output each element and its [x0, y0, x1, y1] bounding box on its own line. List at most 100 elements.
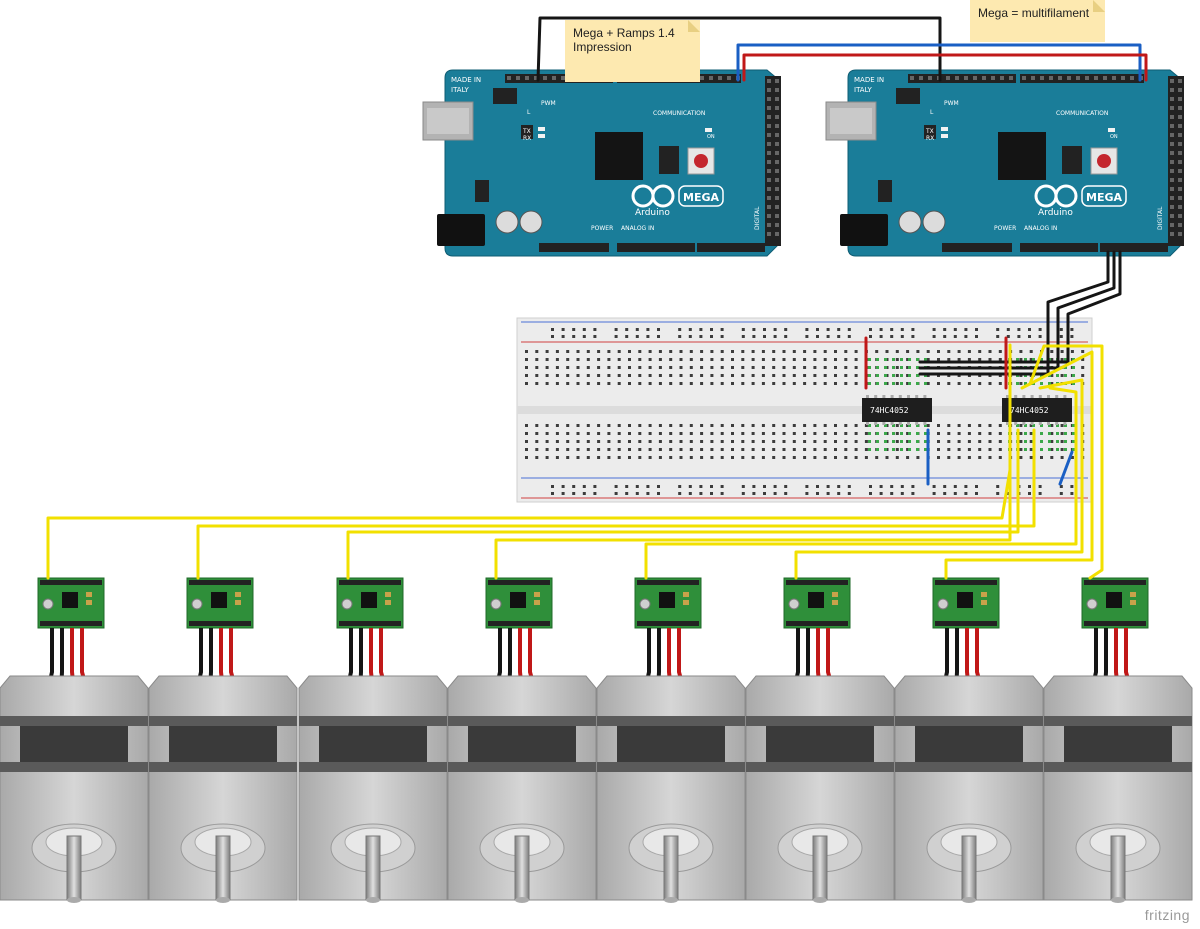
pin [767, 151, 771, 155]
hole [864, 432, 868, 435]
driver-resistor [683, 592, 689, 597]
led-rx [941, 134, 948, 138]
hole [646, 328, 650, 331]
hole [1040, 456, 1043, 459]
hole [741, 448, 745, 451]
hole [566, 448, 570, 451]
hole [751, 350, 755, 353]
hole [566, 358, 570, 361]
mux-chip [1002, 398, 1072, 422]
pin [775, 187, 779, 191]
hole [555, 350, 559, 353]
hole [932, 328, 936, 331]
hole [1019, 424, 1023, 427]
pin [1170, 79, 1174, 83]
hole [731, 448, 734, 451]
hole [761, 432, 765, 435]
hole [879, 328, 883, 331]
hole [1050, 424, 1054, 427]
driver-pot [1086, 598, 1098, 610]
silk-rx: RX [523, 135, 531, 142]
hole [741, 382, 745, 385]
hole [576, 456, 580, 459]
silk-model: MEGA [683, 191, 719, 204]
hole [617, 424, 621, 427]
pin [1178, 151, 1182, 155]
hole [710, 456, 714, 459]
hole [555, 432, 559, 435]
hole-active [1024, 358, 1027, 361]
hole-active [900, 374, 903, 377]
hole-active [1016, 424, 1019, 427]
hole [895, 350, 899, 353]
hole [763, 492, 766, 495]
hole [926, 350, 930, 353]
hole [1050, 440, 1054, 443]
hole [1029, 448, 1033, 451]
hole [689, 424, 693, 427]
hole [975, 485, 978, 488]
hole [1019, 358, 1023, 361]
pin [1178, 160, 1182, 164]
hole [761, 358, 765, 361]
hole [551, 485, 554, 488]
hole [834, 440, 837, 443]
hole [628, 350, 631, 353]
silk-pwm: PWM [944, 100, 959, 107]
hole-active [868, 358, 871, 361]
hole [669, 382, 673, 385]
hole [741, 424, 745, 427]
hole [720, 335, 724, 338]
chip-pin [1006, 395, 1009, 398]
hole [525, 374, 528, 377]
hole [792, 366, 796, 369]
hole [535, 424, 539, 427]
hole [803, 456, 807, 459]
motor-band-edge [149, 716, 297, 726]
hole [731, 456, 734, 459]
hole [648, 358, 652, 361]
pin [1170, 133, 1174, 137]
hole-active [876, 366, 879, 369]
hole [720, 358, 724, 361]
hole [648, 350, 652, 353]
hole [669, 350, 673, 353]
pin [1085, 76, 1089, 80]
wire-yellow [346, 428, 1020, 580]
driver-header [786, 621, 848, 626]
hole [947, 358, 951, 361]
hole-active [1064, 374, 1067, 377]
hole [932, 485, 936, 488]
hole [576, 358, 580, 361]
hole [998, 448, 1002, 451]
hole-active [892, 432, 895, 435]
hole [864, 440, 868, 443]
hole [953, 492, 957, 495]
hole [658, 382, 662, 385]
wire-black-mux [1046, 250, 1110, 376]
hole [906, 382, 910, 385]
chip-pin [1055, 395, 1059, 398]
hole [932, 335, 936, 338]
hole [617, 448, 621, 451]
hole [576, 350, 580, 353]
hole [844, 382, 848, 385]
driver-pot [191, 598, 203, 610]
header-analog-2 [1100, 243, 1168, 252]
hole [657, 335, 660, 338]
motor-band-edge [448, 716, 596, 726]
hole [731, 440, 734, 443]
header-analog-2 [697, 243, 765, 252]
hole [700, 456, 704, 459]
hole [669, 432, 673, 435]
pin [767, 88, 771, 92]
hole-active [868, 366, 871, 369]
driver-pot [42, 598, 54, 610]
hole [844, 432, 848, 435]
hole [792, 374, 796, 377]
capacitor [495, 210, 519, 234]
hole [957, 424, 961, 427]
hole [816, 328, 819, 331]
hole [741, 358, 745, 361]
pin [1022, 76, 1026, 80]
